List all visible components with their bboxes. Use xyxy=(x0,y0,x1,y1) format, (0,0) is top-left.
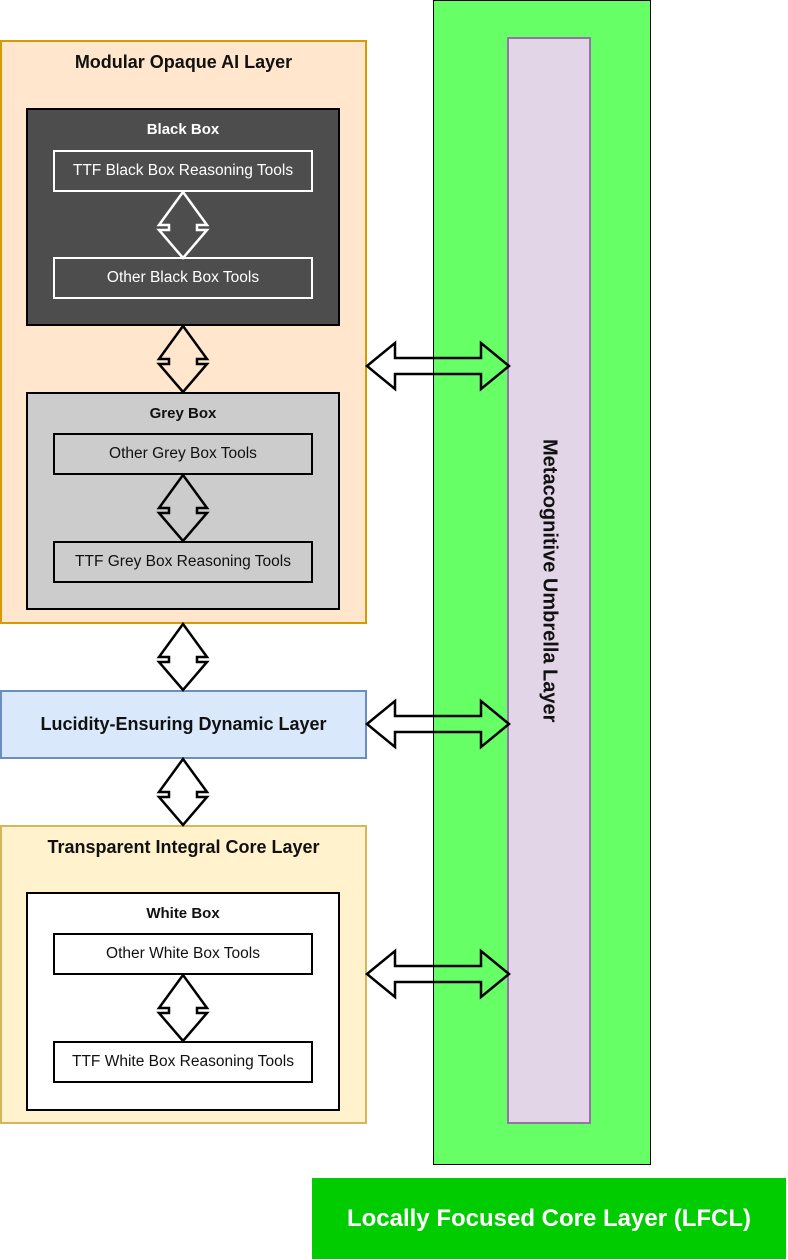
metacognitive-umbrella-layer: Metacognitive Umbrella Layer xyxy=(507,37,591,1124)
locally-focused-core-layer: Locally Focused Core Layer (LFCL) xyxy=(312,1178,786,1259)
ttf-grey-box-reasoning-tools: TTF Grey Box Reasoning Tools xyxy=(53,541,313,583)
black-box-title: Black Box xyxy=(146,121,220,138)
other-white-box-tools: Other White Box Tools xyxy=(53,933,313,975)
ttf-black-box-reasoning-tools: TTF Black Box Reasoning Tools xyxy=(53,150,313,192)
lucidity-core-arrow-icon xyxy=(157,757,209,827)
other-grey-box-tools: Other Grey Box Tools xyxy=(53,433,313,475)
opaque-lucidity-arrow-icon xyxy=(157,622,209,692)
lucidity-layer-title: Lucidity-Ensuring Dynamic Layer xyxy=(40,714,327,734)
grey-box-title: Grey Box xyxy=(149,405,217,422)
white-box-title: White Box xyxy=(146,905,220,922)
umbrella-layer-title: Metacognitive Umbrella Layer xyxy=(538,438,561,723)
ttf-white-box-reasoning-tools: TTF White Box Reasoning Tools xyxy=(53,1041,313,1083)
lfcl-title: Locally Focused Core Layer (LFCL) xyxy=(346,1204,752,1232)
lucidity-ensuring-dynamic-layer: Lucidity-Ensuring Dynamic Layer xyxy=(0,690,367,759)
core-layer-title: Transparent Integral Core Layer xyxy=(47,837,320,857)
other-black-box-tools: Other Black Box Tools xyxy=(53,257,313,299)
opaque-layer-title: Modular Opaque AI Layer xyxy=(74,52,293,72)
